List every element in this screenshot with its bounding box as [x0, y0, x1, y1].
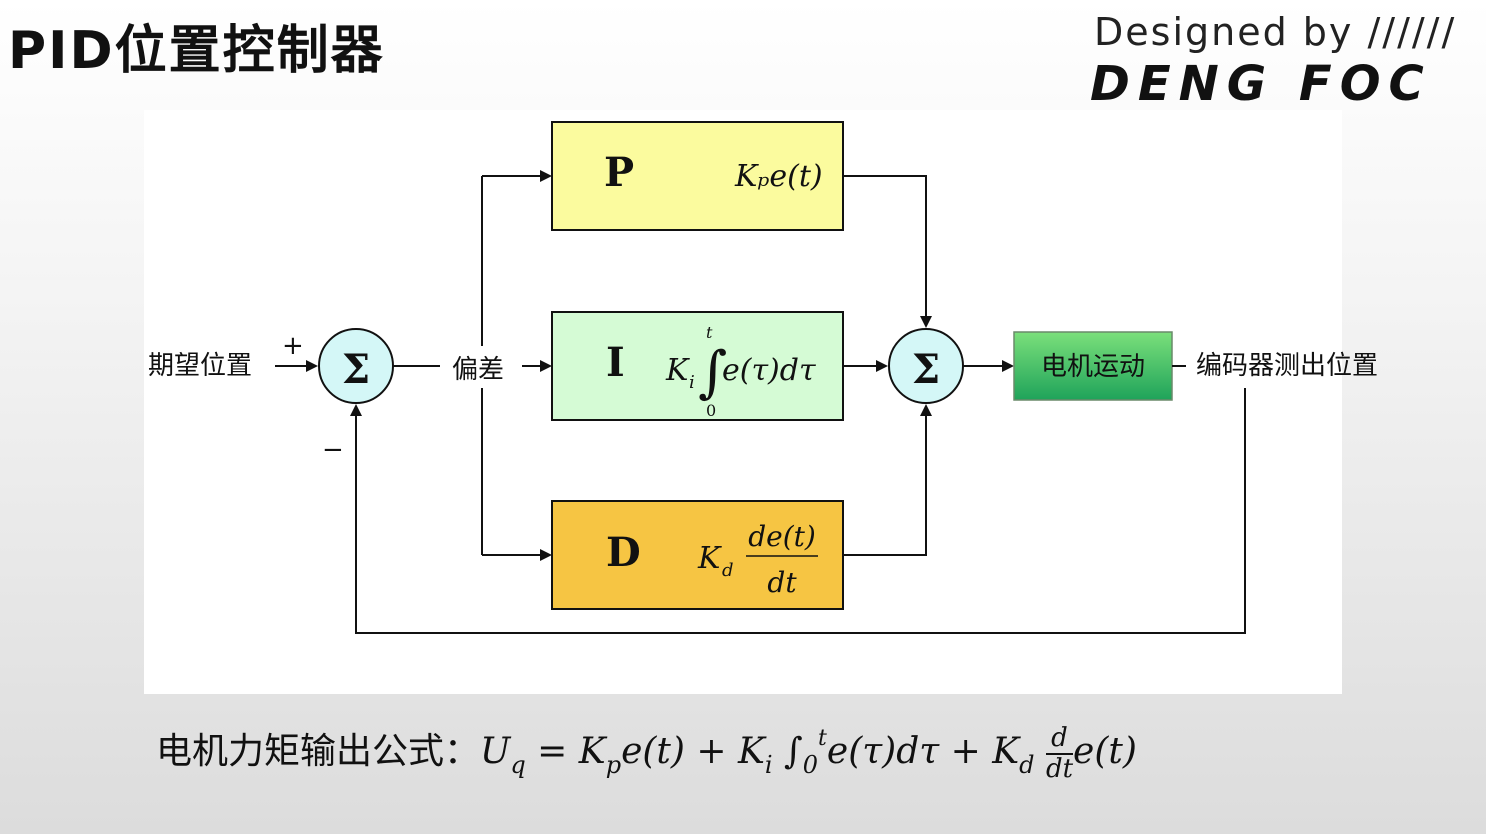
svg-text:t: t [706, 323, 713, 342]
svg-text:d: d [722, 560, 734, 581]
p-letter: P [604, 149, 634, 196]
svg-text:K: K [697, 541, 722, 576]
designed-by-text: Designed by ////// [1094, 10, 1457, 54]
svg-text:e(τ)dτ: e(τ)dτ [722, 353, 816, 388]
input-label: 期望位置 [148, 351, 252, 381]
svg-text:dt: dt [767, 566, 797, 599]
output-label: 编码器测出位置 [1196, 351, 1378, 381]
feedback-path [350, 388, 1246, 634]
p-block: P Kₚe(t) [551, 121, 844, 231]
d-block: D K d de(t) dt [551, 500, 844, 610]
formula-prefix: 电机力矩输出公式： [156, 731, 481, 772]
d-letter: D [606, 529, 641, 576]
integral-sign: ∫ [698, 340, 727, 405]
svg-text:i: i [689, 372, 695, 393]
svg-text:0: 0 [706, 401, 716, 420]
page-title: PID位置控制器 [8, 21, 385, 81]
torque-formula: 电机力矩输出公式：Uq = Kpe(t) + Ki ∫0te(τ)dτ + Kd… [156, 723, 1137, 784]
plus-sign: + [282, 331, 304, 361]
svg-text:Σ: Σ [342, 346, 370, 393]
brand-logo: DENG FOC [1090, 56, 1432, 112]
p-formula: Kₚe(t) [734, 159, 823, 194]
summing-junction-input: Σ [318, 328, 394, 404]
error-label: 偏差 [452, 355, 504, 385]
i-block: I K i ∫ t 0 e(τ)dτ [551, 311, 844, 421]
svg-text:Σ: Σ [912, 346, 940, 393]
svg-text:de(t): de(t) [748, 520, 816, 553]
svg-text:K: K [665, 353, 690, 388]
motor-label: 电机运动 [1041, 352, 1145, 382]
motor-block: 电机运动 [1013, 331, 1173, 401]
summing-junction-output: Σ [888, 328, 964, 404]
minus-sign: − [322, 435, 344, 465]
i-letter: I [606, 339, 625, 386]
